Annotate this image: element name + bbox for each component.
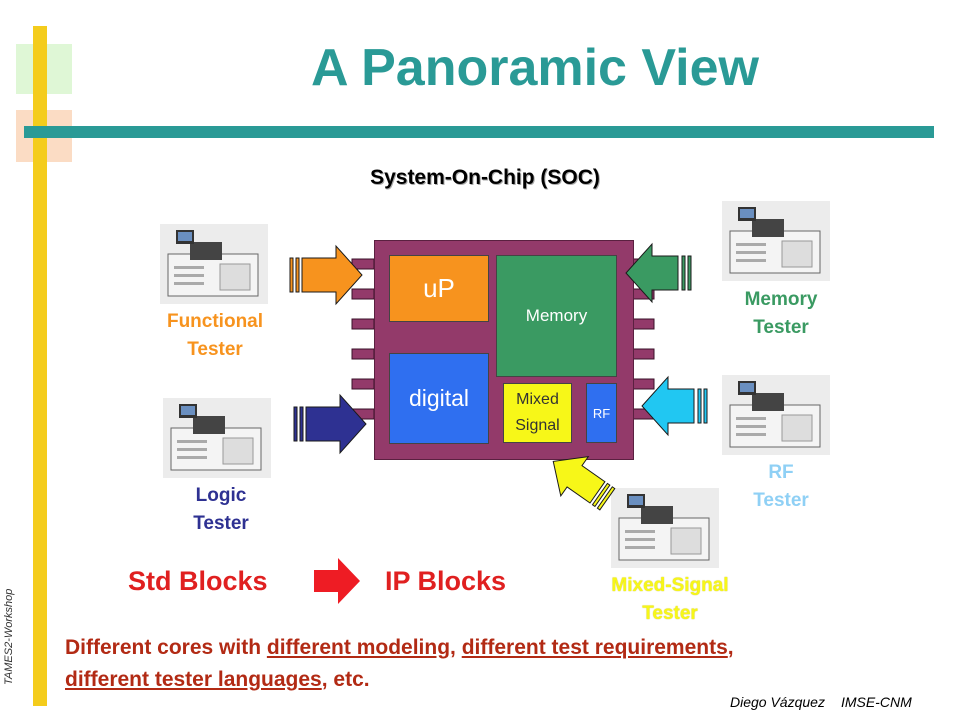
- logic-tester-label-line1: Logic: [195, 485, 247, 506]
- decor-vertical-bar: [33, 26, 47, 706]
- mixed-signal-tester-image: [611, 488, 719, 568]
- description-link-tester-languages: different tester languages: [65, 668, 322, 691]
- mixed-signal-block: Mixed Signal: [503, 383, 572, 443]
- description-part2: ,: [450, 636, 462, 659]
- functional-tester-label-line2: Tester: [187, 339, 243, 360]
- mixed-signal-arrow: [552, 455, 616, 511]
- memory-tester-label: Memory Tester: [706, 286, 856, 342]
- slide-subtitle: System-On-Chip (SOC): [370, 166, 600, 189]
- footer-org: IMSE-CNM: [840, 694, 912, 710]
- decor-horizontal-bar: [24, 126, 934, 138]
- logic-tester-label-line2: Tester: [193, 513, 249, 534]
- rf-tester-label: RF Tester: [706, 459, 856, 515]
- footer-author: Diego Vázquez: [730, 694, 825, 710]
- logic-tester-image: [163, 398, 271, 478]
- description-link-modeling: different modeling: [266, 636, 451, 659]
- footer: Diego Vázquez IMSE-CNM: [730, 694, 912, 710]
- side-workshop-text: TAMES2-Workshop: [3, 588, 15, 685]
- mixed-signal-tester-label-line2: Tester: [642, 603, 698, 624]
- logic-tester-label: Logic Tester: [146, 482, 296, 538]
- functional-tester-image: [160, 224, 268, 304]
- std-to-ip-arrow: [314, 558, 360, 604]
- ip-blocks-label: IP Blocks: [385, 566, 507, 596]
- memory-tester-image: [722, 201, 830, 281]
- memory-tester-label-line1: Memory: [744, 289, 818, 310]
- description-part4: , etc.: [321, 668, 370, 691]
- description-link-test-requirements: different test requirements: [461, 636, 728, 659]
- mixed-signal-block-line1: Mixed: [516, 391, 559, 408]
- functional-tester-label: Functional Tester: [140, 308, 290, 364]
- memory-block: Memory: [496, 255, 617, 377]
- memory-arrow: [625, 242, 692, 304]
- rf-tester-label-line2: Tester: [753, 490, 809, 511]
- rf-arrow: [641, 375, 708, 437]
- rf-tester-label-line1: RF: [768, 462, 794, 483]
- memory-tester-label-line2: Tester: [753, 317, 809, 338]
- description-part3: ,: [727, 636, 734, 659]
- mixed-signal-tester-label: Mixed-Signal Tester: [585, 572, 755, 628]
- mixed-signal-tester-label-line1: Mixed-Signal: [611, 575, 729, 596]
- rf-block: RF: [586, 383, 617, 443]
- functional-arrow: [289, 244, 363, 306]
- functional-tester-label-line1: Functional: [166, 311, 264, 332]
- slide-title: A Panoramic View: [311, 39, 759, 97]
- std-blocks-label: Std Blocks: [128, 566, 268, 596]
- rf-tester-image: [722, 375, 830, 455]
- logic-arrow: [293, 393, 367, 455]
- description-part1: Different cores with: [65, 636, 267, 659]
- up-block: uP: [389, 255, 489, 322]
- description-text: Different cores with different modeling,…: [65, 632, 935, 696]
- digital-block: digital: [389, 353, 489, 444]
- mixed-signal-block-line2: Signal: [515, 417, 560, 434]
